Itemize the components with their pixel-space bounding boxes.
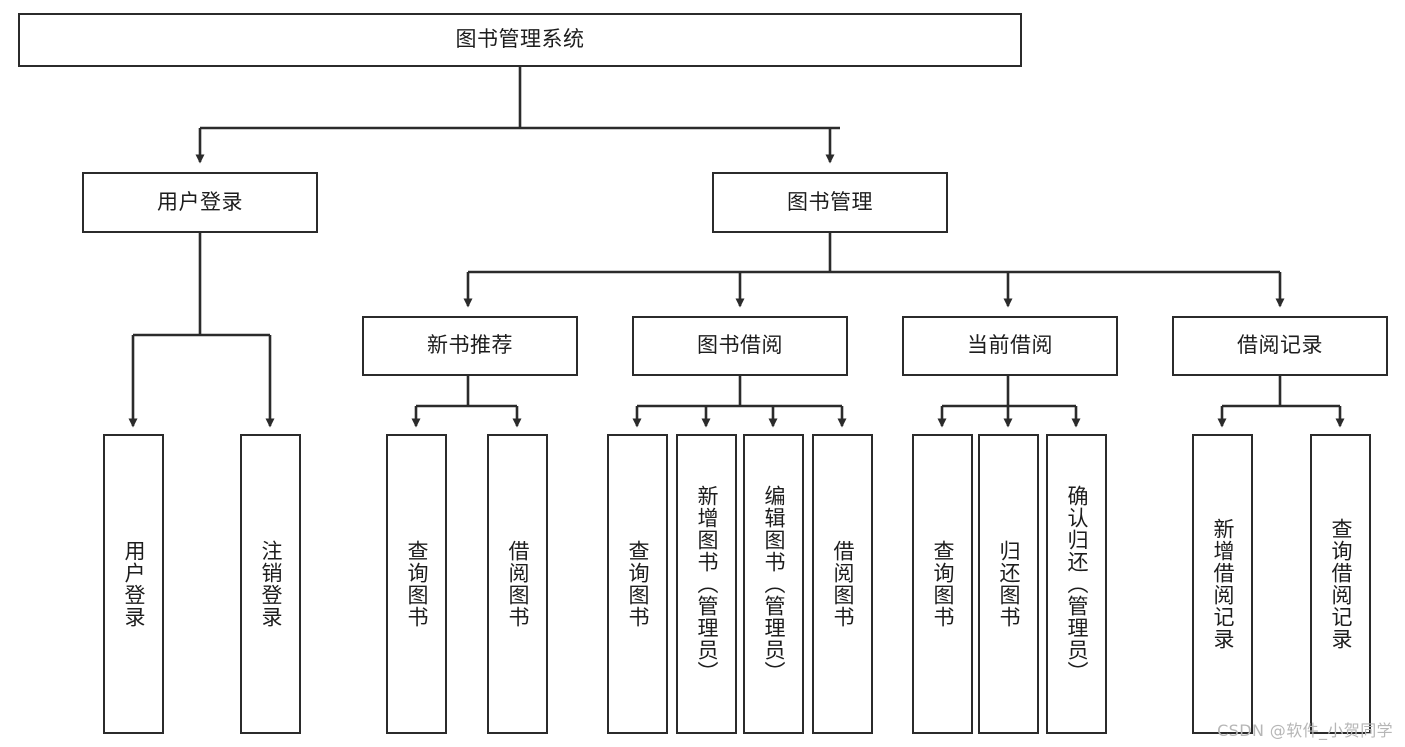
node-label: 借阅图书 xyxy=(830,540,855,628)
node-book-borrow[interactable]: 图书借阅 xyxy=(632,316,848,376)
watermark: CSDN @软件_小贺同学 xyxy=(1217,721,1393,740)
node-book-management[interactable]: 图书管理 xyxy=(712,172,948,233)
leaf-borrow-book[interactable]: 借阅图书 xyxy=(812,434,873,734)
leaf-user-login[interactable]: 用户登录 xyxy=(103,434,164,734)
node-label: 新书推荐 xyxy=(427,333,513,358)
node-current-borrow[interactable]: 当前借阅 xyxy=(902,316,1118,376)
leaf-confirm-return-admin[interactable]: 确认归还（管理员） xyxy=(1046,434,1107,734)
node-user-login[interactable]: 用户登录 xyxy=(82,172,318,233)
leaf-add-borrow-record[interactable]: 新增借阅记录 xyxy=(1192,434,1253,734)
node-label: 确认归还（管理员） xyxy=(1064,485,1089,683)
node-label: 图书管理系统 xyxy=(455,27,585,52)
node-label: 归还图书 xyxy=(996,540,1021,628)
node-label: 查询借阅记录 xyxy=(1328,518,1353,650)
node-label: 借阅记录 xyxy=(1237,333,1323,358)
node-label: 查询图书 xyxy=(930,540,955,628)
node-label: 用户登录 xyxy=(121,540,146,628)
node-label: 注销登录 xyxy=(258,540,283,628)
node-label: 新增图书（管理员） xyxy=(694,485,719,683)
leaf-query-borrow-record[interactable]: 查询借阅记录 xyxy=(1310,434,1371,734)
node-label: 图书借阅 xyxy=(697,333,783,358)
node-label: 新增借阅记录 xyxy=(1210,518,1235,650)
node-label: 图书管理 xyxy=(787,189,873,214)
node-label: 当前借阅 xyxy=(967,333,1053,358)
leaf-logout-login[interactable]: 注销登录 xyxy=(240,434,301,734)
node-label: 用户登录 xyxy=(157,189,243,214)
node-label: 借阅图书 xyxy=(505,540,530,628)
node-root-book-management-system[interactable]: 图书管理系统 xyxy=(18,13,1022,67)
leaf-return-book[interactable]: 归还图书 xyxy=(978,434,1039,734)
node-label: 查询图书 xyxy=(625,540,650,628)
leaf-add-book-admin[interactable]: 新增图书（管理员） xyxy=(676,434,737,734)
node-label: 编辑图书（管理员） xyxy=(761,485,786,683)
node-new-book-recommend[interactable]: 新书推荐 xyxy=(362,316,578,376)
leaf-borrow-book-recommend[interactable]: 借阅图书 xyxy=(487,434,548,734)
leaf-query-book-current[interactable]: 查询图书 xyxy=(912,434,973,734)
leaf-query-book-borrow[interactable]: 查询图书 xyxy=(607,434,668,734)
leaf-query-book-recommend[interactable]: 查询图书 xyxy=(386,434,447,734)
node-label: 查询图书 xyxy=(404,540,429,628)
node-borrow-record[interactable]: 借阅记录 xyxy=(1172,316,1388,376)
leaf-edit-book-admin[interactable]: 编辑图书（管理员） xyxy=(743,434,804,734)
